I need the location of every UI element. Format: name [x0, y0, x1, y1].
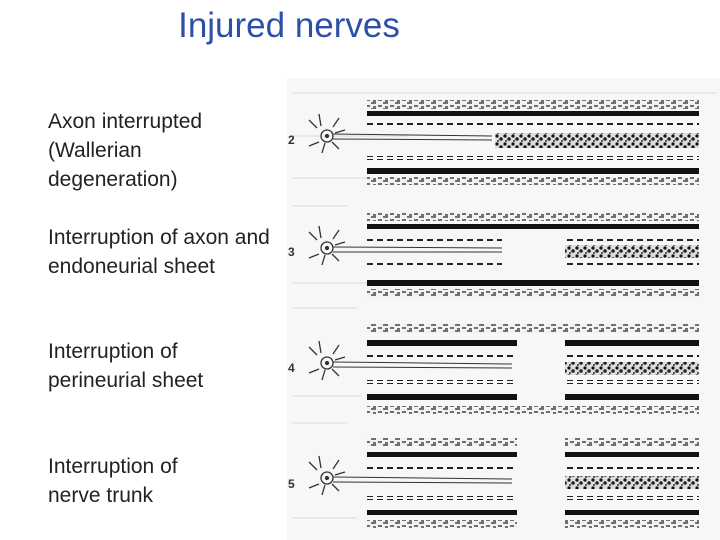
caption-axon-interrupted: Axon interrupted (Wallerian degeneration… [48, 110, 203, 191]
panel-number-2: 2 [288, 133, 295, 147]
neuron-cell-body-icon [308, 225, 346, 266]
panel-2: 2 [288, 100, 699, 185]
panel-3: 3 [288, 212, 699, 297]
neuron-cell-body-icon [308, 455, 346, 496]
panel-number-4: 4 [288, 361, 295, 375]
caption-axon-endoneurial: Interruption of axon and endoneurial she… [48, 226, 270, 278]
panel-4: 4 [288, 324, 699, 414]
panel-5: 5 [288, 438, 699, 528]
slide-title: Injured nerves [178, 6, 400, 45]
panel-number-5: 5 [288, 477, 295, 491]
neuron-cell-body-icon [308, 113, 346, 154]
neuron-cell-body-icon [308, 340, 346, 381]
caption-perineurial: Interruption of perineurial sheet [48, 340, 204, 392]
nerve-injury-illustration: 2 3 4 [287, 78, 720, 540]
caption-nerve-trunk: Interruption of nerve trunk [48, 455, 178, 507]
panel-number-3: 3 [288, 245, 295, 259]
